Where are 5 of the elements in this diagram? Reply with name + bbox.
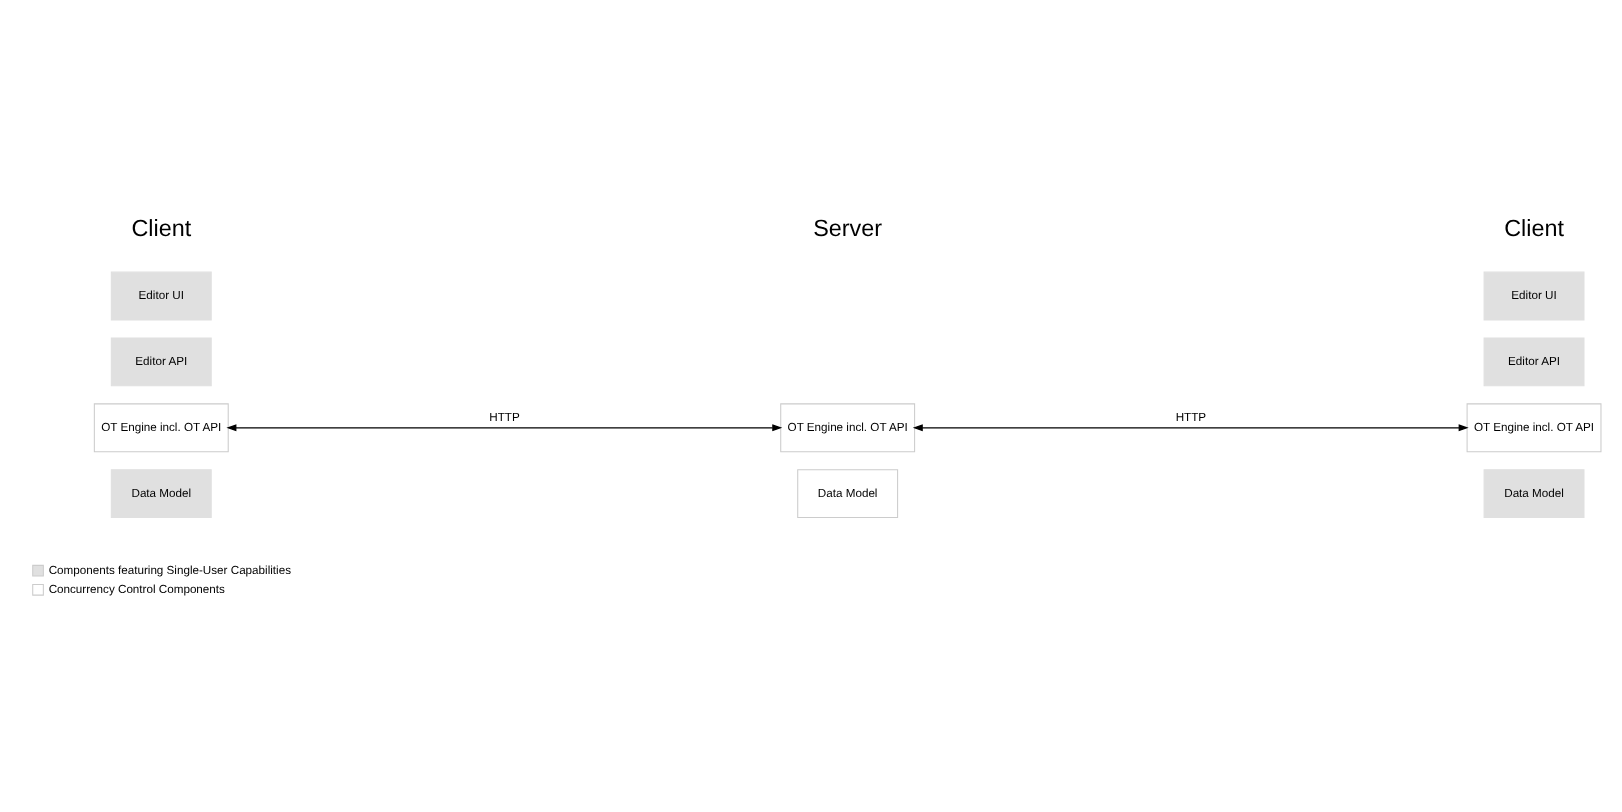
label: Client bbox=[1504, 216, 1564, 243]
label: Client bbox=[131, 216, 192, 243]
label: Server bbox=[813, 216, 883, 243]
arrow bbox=[912, 424, 1469, 432]
arrow bbox=[226, 424, 783, 432]
